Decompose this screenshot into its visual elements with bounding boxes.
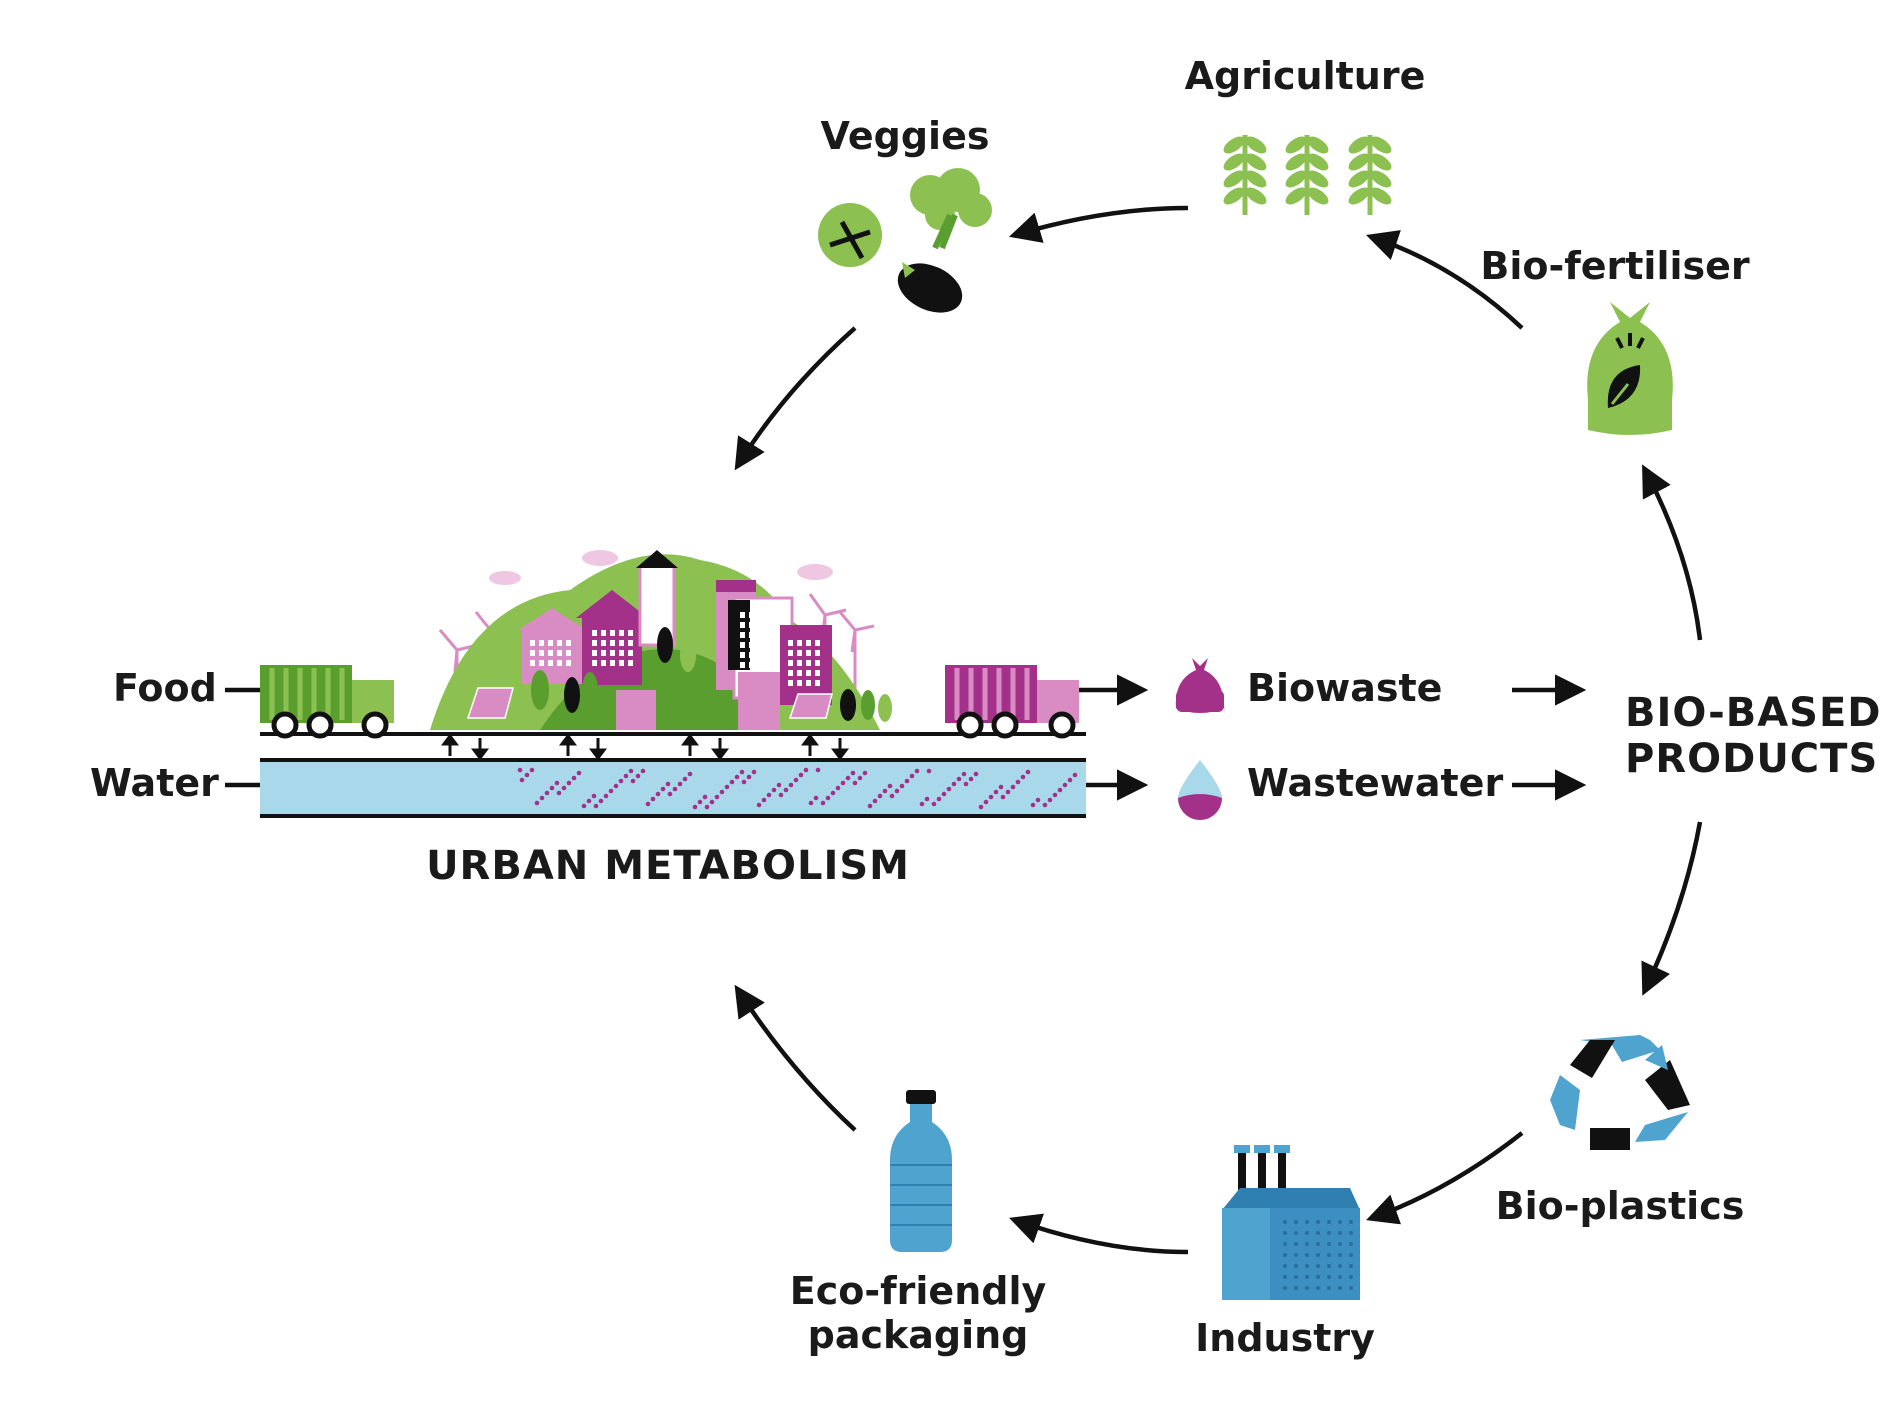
label-biowaste: Biowaste xyxy=(1247,666,1443,710)
arrow-packaging-to-city xyxy=(734,984,857,1132)
label-wastewater: Wastewater xyxy=(1247,761,1504,805)
label-urban-metabolism: URBAN METABOLISM xyxy=(426,843,910,889)
label-eco-line1: Eco-friendly xyxy=(789,1269,1047,1313)
label-eco-line2: packaging xyxy=(807,1312,1029,1357)
label-bio-based-line2: PRODUCTS xyxy=(1625,736,1879,782)
label-water: Water xyxy=(90,761,219,805)
wheat-icon xyxy=(1223,135,1392,215)
factory-icon xyxy=(1222,1145,1360,1300)
truck-icon xyxy=(945,665,1079,739)
fertiliser-bag-icon xyxy=(1587,302,1673,435)
urban-metabolism-illustration xyxy=(260,550,1086,818)
biowaste-bag-icon xyxy=(1175,658,1225,715)
water-drop-icon xyxy=(1178,760,1222,820)
bottle-icon xyxy=(890,1090,952,1252)
arrow-bioplastics-to-industry xyxy=(1366,1131,1524,1225)
label-eco-friendly-packaging: Eco-friendly packaging xyxy=(789,1269,1047,1357)
truck-icon xyxy=(260,665,394,739)
label-bio-fertiliser: Bio-fertiliser xyxy=(1480,244,1750,288)
label-veggies: Veggies xyxy=(820,114,990,158)
arrow-agriculture-to-veggies xyxy=(1008,205,1189,243)
arrow-products-to-fertiliser xyxy=(1642,464,1703,641)
cycle-arrows xyxy=(225,205,1703,1255)
label-food: Food xyxy=(113,666,217,710)
label-agriculture: Agriculture xyxy=(1184,54,1426,98)
label-bio-plastics: Bio-plastics xyxy=(1495,1184,1745,1228)
arrow-veggies-to-city xyxy=(734,326,857,471)
veggies-icon xyxy=(818,168,992,313)
arrow-fertiliser-to-agriculture xyxy=(1366,230,1524,330)
recycle-icon xyxy=(1550,1035,1690,1150)
label-bio-based-line1: BIO-BASED xyxy=(1625,690,1882,736)
label-bio-based-products: BIO-BASED PRODUCTS xyxy=(1625,690,1882,782)
arrow-products-to-bioplastics xyxy=(1641,821,1703,996)
arrow-industry-to-packaging xyxy=(1009,1213,1189,1255)
label-industry: Industry xyxy=(1195,1316,1375,1360)
